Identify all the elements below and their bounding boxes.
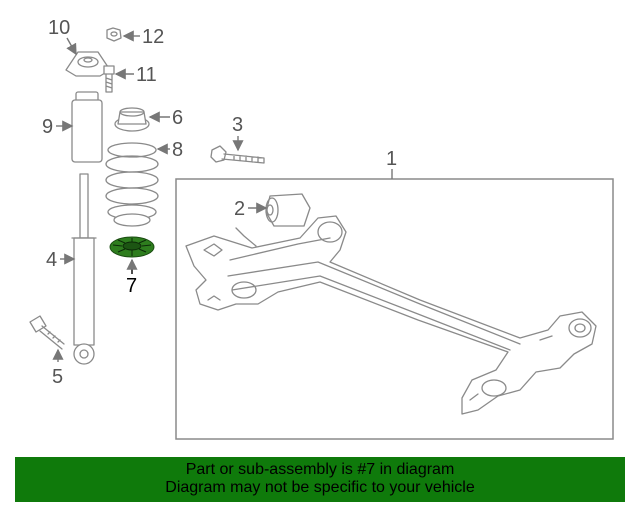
svg-text:2: 2: [234, 198, 245, 220]
svg-text:1: 1: [386, 148, 397, 170]
svg-text:4: 4: [46, 249, 57, 271]
pivot-bolt: [210, 145, 265, 164]
shock-absorber: [71, 173, 97, 365]
nut: [106, 27, 122, 42]
spring-seat-upper: [114, 107, 150, 132]
callout-12: 12: [122, 26, 164, 48]
callout-11: 11: [114, 64, 157, 86]
parts-diagram: 10 12 11 9 6 8 3 1 2 4 5 7: [29, 17, 614, 440]
callout-5: 5: [52, 348, 64, 388]
svg-text:9: 9: [42, 116, 53, 138]
lower-spring-insulator: [109, 236, 155, 258]
bolt-small: [103, 65, 115, 93]
bushing: [265, 193, 311, 227]
callout-9: 9: [42, 116, 74, 138]
callout-1: 1: [386, 148, 397, 179]
banner-line-disclaimer: Diagram may not be specific to your vehi…: [165, 479, 475, 496]
axle-assembly-frame: [175, 178, 614, 440]
rear-axle-beam: [185, 215, 597, 415]
svg-text:11: 11: [136, 64, 157, 86]
lower-bolt: [29, 315, 65, 350]
svg-text:6: 6: [172, 107, 183, 129]
svg-text:3: 3: [232, 114, 243, 136]
svg-text:8: 8: [172, 139, 183, 161]
banner-line-part: Part or sub-assembly is #7 in diagram: [185, 461, 455, 478]
svg-text:10: 10: [48, 17, 70, 39]
dust-boot: [71, 91, 103, 163]
callout-6: 6: [148, 107, 183, 129]
svg-text:12: 12: [142, 26, 164, 48]
callout-7: 7: [126, 258, 138, 297]
callout-2: 2: [234, 198, 268, 220]
callout-3: 3: [232, 114, 244, 152]
svg-text:7: 7: [126, 275, 137, 297]
svg-text:5: 5: [52, 366, 63, 388]
callout-8: 8: [156, 139, 183, 161]
part-info-banner: Part or sub-assembly is #7 in diagram Di…: [15, 457, 625, 502]
coil-spring: [105, 142, 159, 227]
callout-4: 4: [46, 249, 76, 271]
callout-10: 10: [48, 17, 77, 56]
